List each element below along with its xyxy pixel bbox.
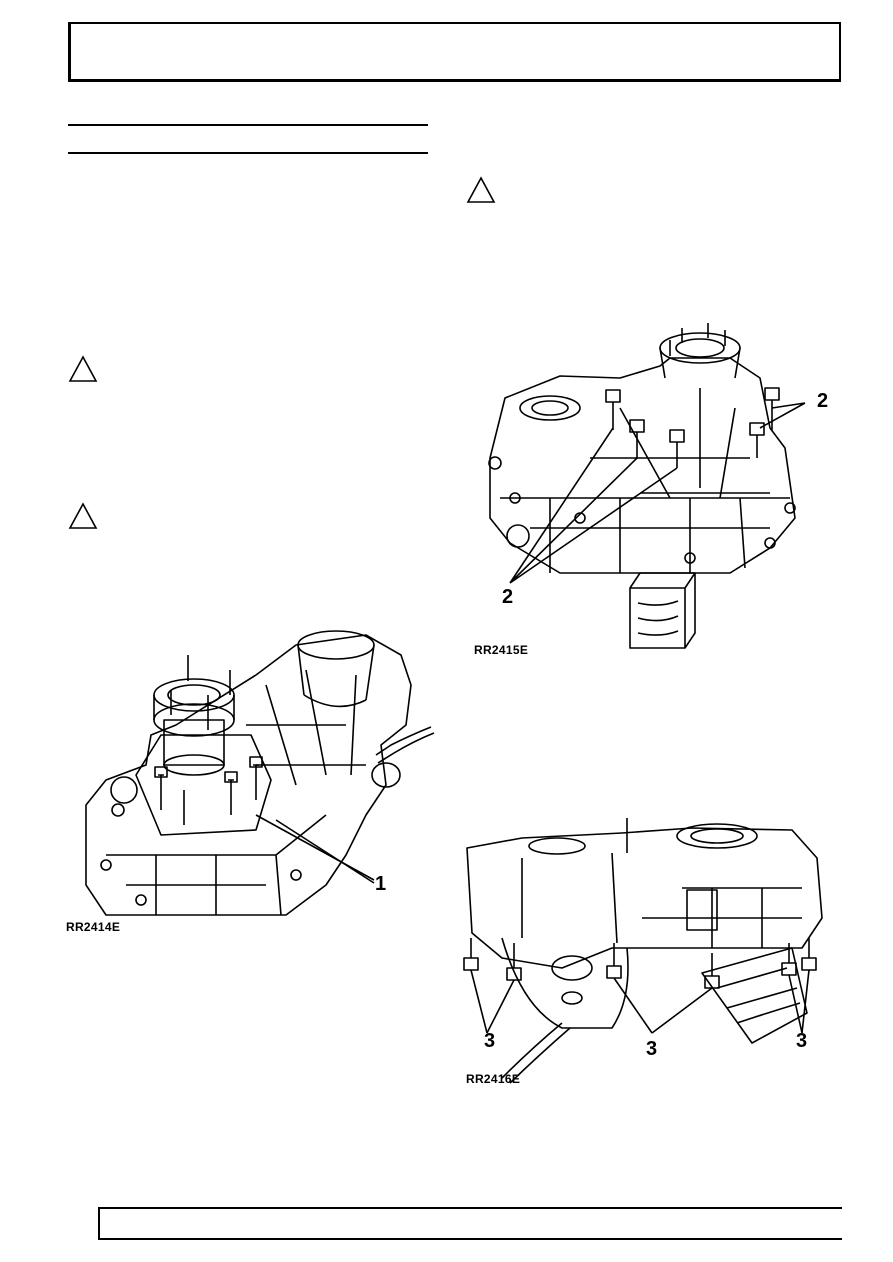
figure-label-rr2415e: RR2415E [474, 643, 529, 657]
figure-rr2414e: 1 RR2414E [66, 615, 446, 935]
page-footer-frame [98, 1207, 842, 1240]
transfer-box-illustration-1 [85, 630, 435, 916]
callout-2b: 2 [502, 586, 514, 608]
callout-3c: 3 [796, 1030, 808, 1052]
page-header-frame [68, 22, 841, 82]
transfer-box-illustration-3 [463, 818, 823, 1084]
figure-label-rr2414e: RR2414E [66, 920, 121, 934]
callout-1: 1 [375, 873, 387, 895]
transfer-box-illustration-2 [488, 323, 806, 649]
callout-3b: 3 [646, 1038, 658, 1060]
figure-label-rr2416e: RR2416E [466, 1072, 521, 1086]
figure-rr2416e: 3 3 3 RR2416E [462, 818, 842, 1088]
caution-triangle-icon [466, 176, 496, 203]
figure-rr2415e: 2 2 RR2415E [470, 318, 850, 658]
section-rule-bottom [68, 152, 428, 154]
caution-triangle-icon [68, 502, 98, 529]
section-rule-top [68, 124, 428, 126]
callout-2a: 2 [817, 390, 829, 412]
caution-triangle-icon [68, 355, 98, 382]
callout-3a: 3 [484, 1030, 496, 1052]
